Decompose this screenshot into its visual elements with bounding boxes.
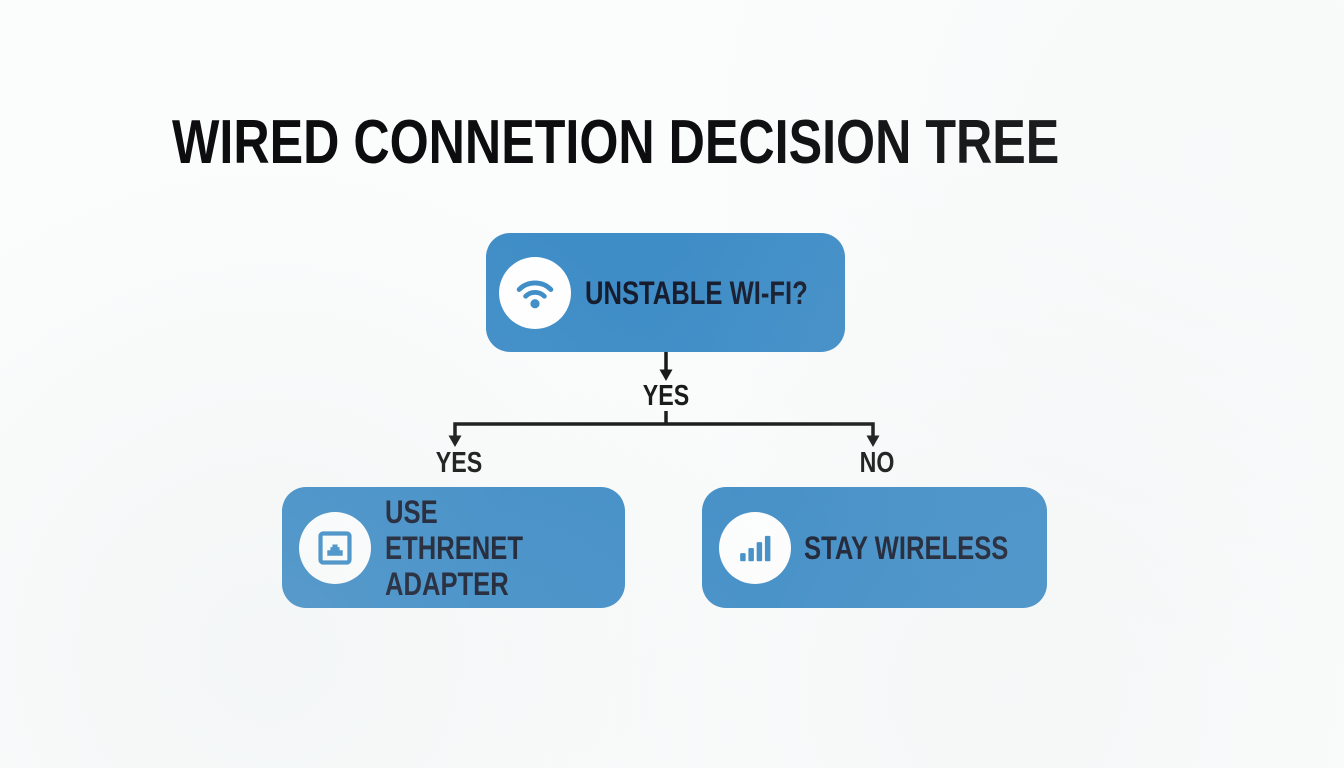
node-unstable-wifi: UNSTABLE WI-FI? (486, 233, 845, 352)
node-label: UNSTABLE WI-FI? (585, 274, 808, 311)
edge-label-root-yes: YES (642, 380, 690, 412)
ethernet-port-icon (299, 511, 371, 584)
node-use-ethernet-adapter: USE ETHRENET ADAPTER (282, 487, 625, 608)
edge-label-right-no: NO (859, 447, 895, 479)
node-label: STAY WIRELESS (804, 529, 1009, 566)
arrowhead-right-branch (866, 435, 880, 447)
wifi-icon (499, 256, 571, 329)
page-title: WIRED CONNETION DECISION TREE (172, 112, 1267, 174)
node-stay-wireless: STAY WIRELESS (702, 487, 1047, 608)
page-title-text: WIRED CONNETION DECISION TREE (172, 108, 1060, 177)
edge-label-left-yes: YES (435, 447, 483, 479)
edge-branch-bar (453, 422, 875, 437)
node-label: USE ETHRENET ADAPTER (385, 493, 523, 602)
arrowhead-left-branch (448, 435, 462, 447)
signal-bars-icon (719, 511, 791, 584)
